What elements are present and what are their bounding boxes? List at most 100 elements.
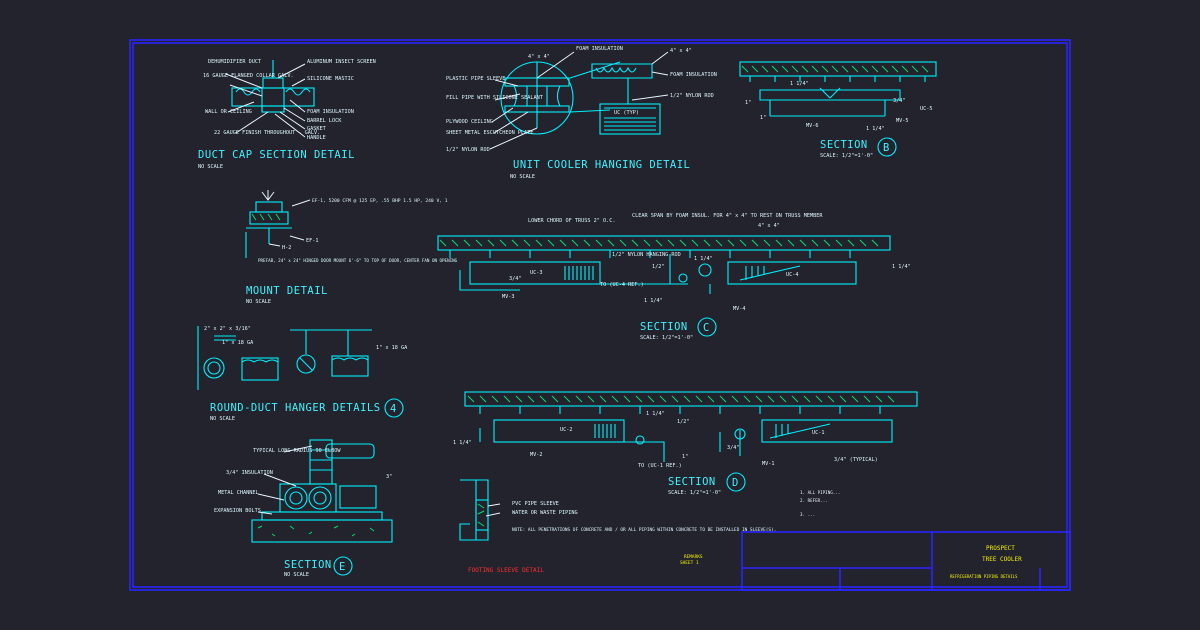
footing-note: WATER OR WASTE PIPING [512,510,578,516]
round-duct-title: ROUND-DUCT HANGER DETAILS [210,402,381,414]
section-b-label: 1 1/4" [790,81,809,87]
unit-cooler-note: SHEET METAL ESCUTCHEON PLATE [446,130,533,136]
section-e-scale: NO SCALE [284,572,309,578]
section-c: LOWER CHORD OF TRUSS 2" O.C. CLEAR SPAN … [437,213,911,341]
section-c-label: UC-3 [530,270,543,276]
section-b-label: UC-5 [920,106,933,112]
section-d-label: 3/4" [727,445,740,451]
section-e-note: METAL CHANNEL [218,490,259,496]
section-e-note: 3/4" INSULATION [226,470,273,476]
section-d-mark: D [732,477,739,489]
mount-detail: EF-1, 5200 CFM @ 125 EP, .55 BHP 1.5 HP,… [245,190,458,305]
unit-cooler-note: 4" x 4" [670,48,692,54]
unit-cooler-detail: UC (TYP) 4" x 4" PLASTIC PIPE SLEEVE FIL… [446,46,717,180]
section-c-note: LOWER CHORD OF TRUSS 2" O.C. [528,218,615,224]
mount-label: H-2 [282,245,291,251]
section-e-title: SECTION [284,559,332,571]
footing-title: FOOTING SLEEVE DETAIL [468,567,544,574]
section-c-scale: SCALE: 1/2"=1'-0" [640,335,693,341]
duct-cap-note: HANDLE [307,135,326,141]
round-duct-label: 2" x 2" x 3/16" [204,326,251,332]
general-note: 3. ... [800,512,815,517]
section-b-label: 3/4" [893,98,906,104]
section-c-label: 1 1/4" [892,264,911,270]
section-c-label: 3/4" [509,276,522,282]
section-d-label: MV-1 [762,461,775,467]
section-c-title: SECTION [640,321,688,333]
duct-cap-note: BARREL LOCK [307,118,342,124]
section-b: 1 1/4" UC-5 3/4" MV-6 MV-5 1 1/4" 1" 1" … [739,61,937,159]
round-duct-label: 1" x 18 GA [222,340,254,346]
section-c-label: TO (UC-4 REF.) [600,282,644,288]
unit-cooler-dim: 4" x 4" [528,54,550,60]
section-d-label: UC-2 [560,427,573,433]
duct-cap-note: FOAM INSULATION [307,109,354,115]
section-e-note: EXPANSION BOLTS [214,508,261,514]
round-duct-label: 1" x 18 GA [376,345,408,351]
stamp-line: SHEET 1 [680,560,699,566]
unit-cooler-note: FILL PIPE WITH SILICONE SEALANT [446,95,543,101]
section-b-label: MV-6 [806,123,819,129]
section-c-label: UC-4 [786,272,799,278]
section-c-note: 4" x 4" [758,223,780,229]
section-b-label: 1" [760,115,766,121]
section-b-label: MV-5 [896,118,909,124]
general-note: 2. REFER... [800,498,828,503]
footing-note: NOTE: ALL PENETRATIONS OF CONCRETE AND /… [512,527,776,533]
unit-cooler-note: FOAM INSULATION [576,46,623,52]
sheet-border [129,39,1071,591]
section-c-mark: C [703,322,710,334]
duct-cap-note: SILICONE MASTIC [307,76,354,82]
section-c-label: MV-3 [502,294,515,300]
mount-scale: NO SCALE [246,299,271,305]
round-duct-scale: NO SCALE [210,416,235,422]
duct-cap-note: GASKET [307,126,326,132]
section-e: TYPICAL LONG RADIUS 90 ELBOW 3/4" INSULA… [214,439,393,578]
section-c-label: 1/2" [652,264,665,270]
section-b-label: 1 1/4" [866,126,885,132]
section-d-label: MV-2 [530,452,543,458]
duct-cap-note: 22 GAUGE FINISH THROUGHOUT - GALV. [214,130,320,136]
section-b-mark: B [883,142,890,154]
duct-cap-detail: DEHUMIDIFIER DUCT 16 GAUGE FLANGED COLLA… [198,59,376,170]
duct-cap-note: ALUMINUM INSECT SCREEN [307,59,376,65]
unit-cooler-title: UNIT COOLER HANGING DETAIL [513,159,690,171]
section-e-mark: E [339,561,346,573]
section-d: UC-2 UC-1 1 1/4" MV-2 MV-1 1/2" TO (UC-1… [453,391,918,496]
section-d-label: 1/2" [677,419,690,425]
section-c-label: MV-4 [733,306,746,312]
footing-note: PVC PIPE SLEEVE [512,501,559,507]
title-block-line2: TREE COOLER [982,556,1022,563]
section-d-title: SECTION [668,476,716,488]
section-d-label: 1" [682,454,688,460]
round-duct-mark: 4 [390,403,397,415]
duct-cap-note: DEHUMIDIFIER DUCT [208,59,261,65]
unit-cooler-note: 1/2" NYLON ROD [670,93,714,99]
duct-cap-scale: NO SCALE [198,164,223,170]
section-e-note: TYPICAL LONG RADIUS 90 ELBOW [253,448,341,454]
section-d-label: 1 1/4" [646,411,665,417]
mount-callout: EF-1, 5200 CFM @ 125 EP, .55 BHP 1.5 HP,… [312,198,448,204]
mount-title: MOUNT DETAIL [246,285,328,297]
unit-cooler-note: FOAM INSULATION [670,72,717,78]
duct-cap-title: DUCT CAP SECTION DETAIL [198,149,355,161]
mount-note: PREFAB, 24" x 24" HINGED DOOR MOUNT 6'-6… [258,258,458,263]
unit-cooler-note: PLASTIC PIPE SLEEVE [446,76,505,82]
unit-cooler-note: PLYWOOD CEILING [446,119,493,125]
unit-cooler-label: UC (TYP) [614,110,639,116]
general-note: 1. ALL PIPING... [800,490,840,495]
section-d-label: 1 1/4" [453,440,472,446]
duct-cap-note: 16 GAUGE FLANGED COLLAR GALV. [203,73,294,79]
mount-label: EF-1 [306,238,319,244]
duct-cap-note: WALL OR CEILING [205,109,252,115]
general-notes: 1. ALL PIPING... 2. REFER... 3. ... [800,490,840,517]
section-d-label: 3/4" (TYPICAL) [834,457,878,463]
section-d-scale: SCALE: 1/2"=1'-0" [668,490,721,496]
section-d-label: UC-1 [812,430,825,436]
title-block-line1: PROSPECT [986,545,1015,552]
section-b-label: 1" [745,100,751,106]
section-e-note: 3" [386,474,392,480]
section-c-label: 1 1/4" [694,256,713,262]
section-c-note: CLEAR SPAN BY FOAM INSUL. FOR 4" x 4" TO… [632,213,823,219]
